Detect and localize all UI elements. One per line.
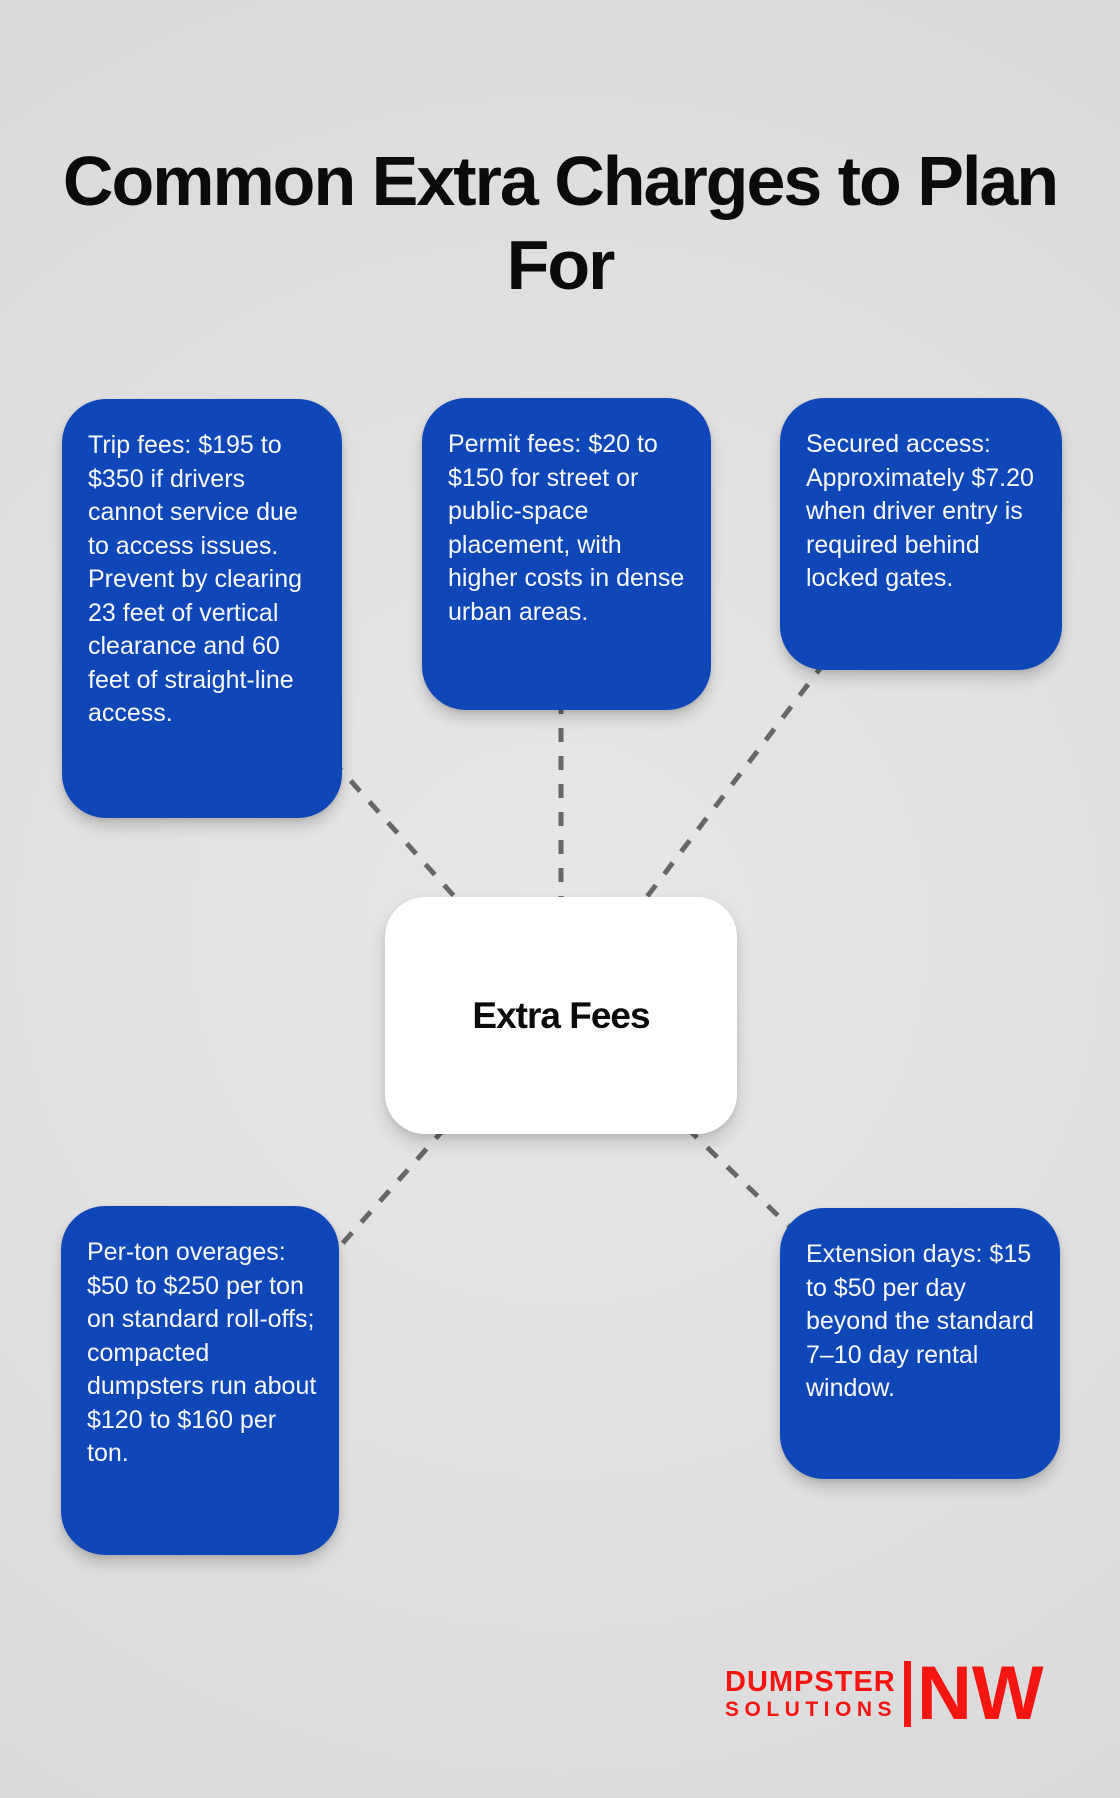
brand-logo: DUMPSTER SOLUTIONS NW xyxy=(725,1651,1044,1736)
center-node-label: Extra Fees xyxy=(472,994,650,1036)
center-node-extra-fees: Extra Fees xyxy=(385,897,737,1134)
node-permit-fees: Permit fees: $20 to $150 for street or p… xyxy=(422,398,711,710)
brand-logo-divider xyxy=(904,1661,912,1727)
node-trip-fees-text: Trip fees: $195 to $350 if drivers canno… xyxy=(88,431,303,727)
brand-logo-text: DUMPSTER SOLUTIONS xyxy=(725,1665,898,1722)
node-trip-fees: Trip fees: $195 to $350 if drivers canno… xyxy=(62,399,342,818)
node-secured-access-text: Secured access: Approximately $7.20 when… xyxy=(806,430,1034,592)
node-secured-access: Secured access: Approximately $7.20 when… xyxy=(780,398,1062,670)
node-per-ton-overages-text: Per-ton overages: $50 to $250 per ton on… xyxy=(87,1238,317,1467)
brand-logo-bottom: SOLUTIONS xyxy=(725,1697,898,1721)
brand-logo-top: DUMPSTER xyxy=(725,1665,896,1698)
node-extension-days-text: Extension days: $15 to $50 per day beyon… xyxy=(806,1240,1034,1402)
node-per-ton-overages: Per-ton overages: $50 to $250 per ton on… xyxy=(61,1206,339,1555)
connector-per-ton-overages xyxy=(332,1126,447,1255)
node-extension-days: Extension days: $15 to $50 per day beyon… xyxy=(780,1208,1060,1479)
node-permit-fees-text: Permit fees: $20 to $150 for street or p… xyxy=(448,430,685,626)
connector-secured-access xyxy=(641,660,827,904)
page-title: Common Extra Charges to Plan For xyxy=(62,141,1059,304)
connector-extension-days xyxy=(685,1126,796,1233)
brand-logo-suffix: NW xyxy=(917,1651,1044,1736)
connector-trip-fees xyxy=(330,758,464,907)
